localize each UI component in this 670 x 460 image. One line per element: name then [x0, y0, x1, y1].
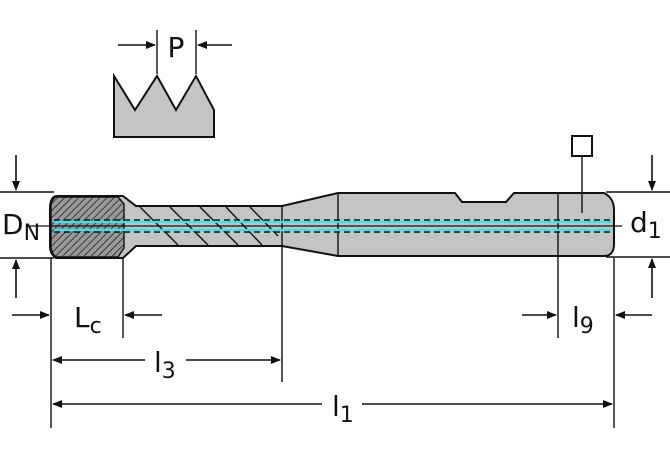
pitch-label: P [168, 31, 185, 64]
nominal-diameter-label: DN [2, 208, 40, 246]
square-symbol-icon [571, 135, 593, 157]
thread-profile-detail [113, 30, 232, 138]
square-length-label: l9 [572, 301, 594, 339]
tap-body [30, 192, 622, 259]
chamfer-zone [50, 196, 125, 258]
nominal-diameter-dimension [0, 155, 54, 298]
shank-diameter-dimension [606, 155, 670, 298]
total-length-label: l1 [332, 390, 354, 428]
shank-diameter-label: d1 [630, 206, 662, 244]
thread-length-label: l3 [154, 346, 176, 384]
chamfer-length-label: Lc [74, 301, 102, 339]
